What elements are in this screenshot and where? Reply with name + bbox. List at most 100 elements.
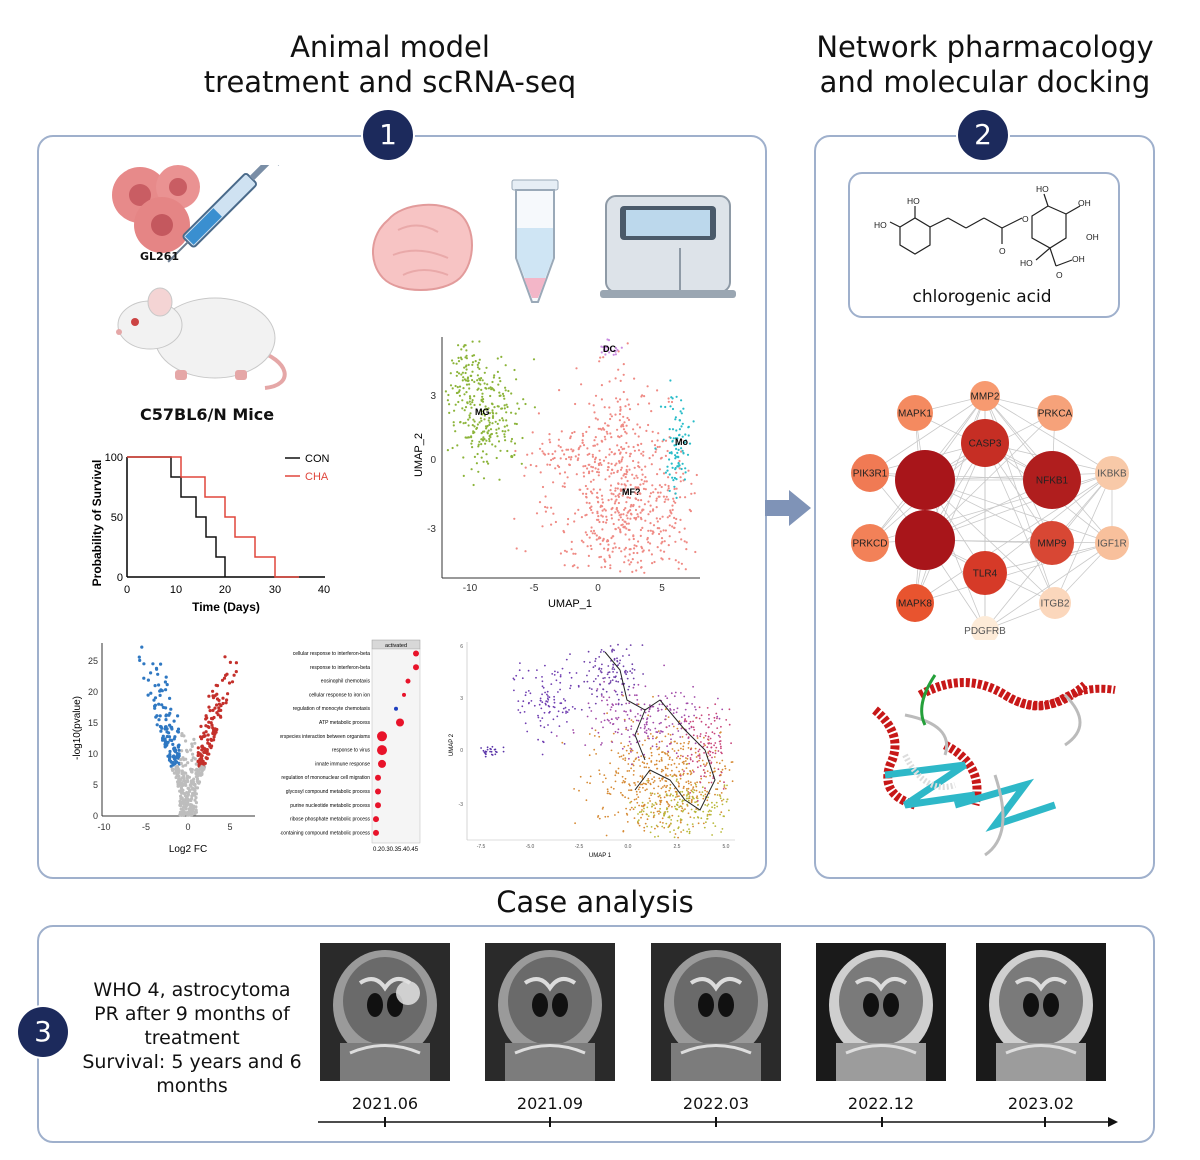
umap-point-mf: [612, 522, 615, 526]
trajectory-point: [703, 775, 706, 778]
umap-point-mf: [544, 505, 547, 509]
trajectory-point: [591, 693, 593, 695]
umap-point-mg: [479, 383, 482, 386]
trajectory-point: [559, 675, 562, 678]
umap-point-mf: [624, 476, 627, 479]
umap-point-mf: [647, 529, 650, 532]
volcano-point: [197, 768, 201, 773]
trajectory-point: [502, 746, 505, 749]
go-enrichment-plot: activated cellular response to interfero…: [280, 639, 421, 853]
go-dot: [373, 829, 379, 836]
umap-point-mf: [563, 549, 567, 552]
umap-point-mg: [476, 366, 480, 369]
umap-point-mf: [591, 532, 594, 535]
umap-point-mf: [590, 530, 593, 533]
umap-point-mf: [642, 454, 645, 457]
umap-point-mf: [617, 526, 620, 529]
trajectory-point: [716, 717, 718, 720]
umap-point-mf: [627, 418, 631, 421]
umap-point-mf: [599, 488, 602, 491]
umap-point-mf: [614, 413, 617, 416]
umap-point-mg: [506, 449, 509, 453]
umap-point-mf: [625, 424, 628, 427]
umap-point-mf: [589, 480, 593, 483]
umap-point-mf: [618, 419, 621, 422]
umap-point-mf: [610, 451, 613, 454]
trajectory-point: [687, 782, 690, 785]
umap-point-mf: [550, 458, 553, 462]
trajectory-point: [674, 740, 676, 743]
umap-point-mg: [481, 395, 484, 398]
trajectory-point: [642, 782, 645, 785]
trajectory-point: [575, 672, 578, 674]
umap-point-mf: [582, 434, 585, 437]
umap-point-mf: [640, 452, 643, 455]
trajectory-point: [708, 717, 710, 720]
network-edge: [924, 479, 1113, 544]
network-node: [970, 381, 1000, 411]
trajectory-point: [720, 725, 722, 728]
trajectory-point: [632, 774, 635, 776]
umap-point-mo: [677, 462, 680, 465]
trajectory-point: [563, 743, 566, 745]
volcano-point: [180, 791, 184, 795]
trajectory-point: [649, 792, 652, 794]
trajectory-point: [673, 750, 676, 752]
volcano-point: [158, 714, 162, 718]
umap-point-mf: [619, 570, 622, 573]
umap-point-mf: [575, 367, 578, 370]
umap-point-mf: [591, 466, 595, 469]
trajectory-point: [707, 742, 710, 745]
umap-point-mg: [466, 401, 469, 404]
umap-point-mf: [594, 458, 597, 461]
umap-point-mf: [628, 538, 631, 541]
umap-point-mf: [592, 529, 596, 532]
trajectory-point: [678, 782, 680, 785]
trajectory-point: [711, 731, 714, 734]
traj-ytick-0: 0: [460, 748, 463, 754]
umap-point-mg: [490, 388, 493, 391]
trajectory-point: [665, 786, 667, 789]
volcano-point: [190, 787, 195, 791]
umap-point-mf: [526, 453, 529, 456]
volcano-point: [195, 777, 200, 781]
umap-point-mf: [675, 487, 678, 490]
umap-point-mf: [685, 548, 688, 551]
umap-point-mg: [477, 445, 480, 448]
umap-point-mg: [486, 424, 489, 428]
trajectory-point: [646, 717, 649, 720]
umap-point-mg: [456, 386, 459, 389]
umap-point-mf: [593, 460, 596, 464]
umap-point-mf: [612, 547, 615, 550]
go-term-label: glycosyl compound metabolic process: [286, 789, 371, 795]
trajectory-point: [704, 789, 706, 792]
trajectory-point: [683, 714, 686, 717]
umap-point-mg: [504, 430, 507, 433]
umap-point-mf: [595, 538, 598, 541]
trajectory-point: [597, 675, 600, 677]
volcano-point: [165, 734, 169, 739]
umap-point-mf: [643, 571, 646, 574]
case-line2: PR after 9 months of: [94, 1003, 290, 1025]
atom-ho-3: HO: [1036, 184, 1049, 194]
umap-point-mg: [504, 389, 507, 392]
volcano-point: [175, 771, 179, 775]
umap-point-mf: [649, 522, 652, 525]
trajectory-point: [710, 781, 713, 784]
umap-point-mg: [488, 412, 491, 415]
umap-point-mf: [658, 445, 661, 448]
trajectory-point: [599, 683, 601, 686]
trajectory-point: [574, 707, 576, 710]
umap-point-mo: [678, 464, 681, 467]
umap-point-mf: [616, 444, 619, 447]
umap-point-mf: [581, 492, 585, 495]
trajectory-point: [584, 744, 587, 746]
trajectory-point: [721, 828, 724, 830]
volcano-point: [152, 698, 156, 702]
umap-point-mg: [449, 372, 452, 375]
umap-point-mg: [487, 462, 490, 465]
umap-point-mf: [557, 438, 560, 441]
trajectory-point: [551, 673, 554, 675]
trajectory-point: [691, 703, 693, 705]
umap-point-mf: [535, 512, 539, 515]
